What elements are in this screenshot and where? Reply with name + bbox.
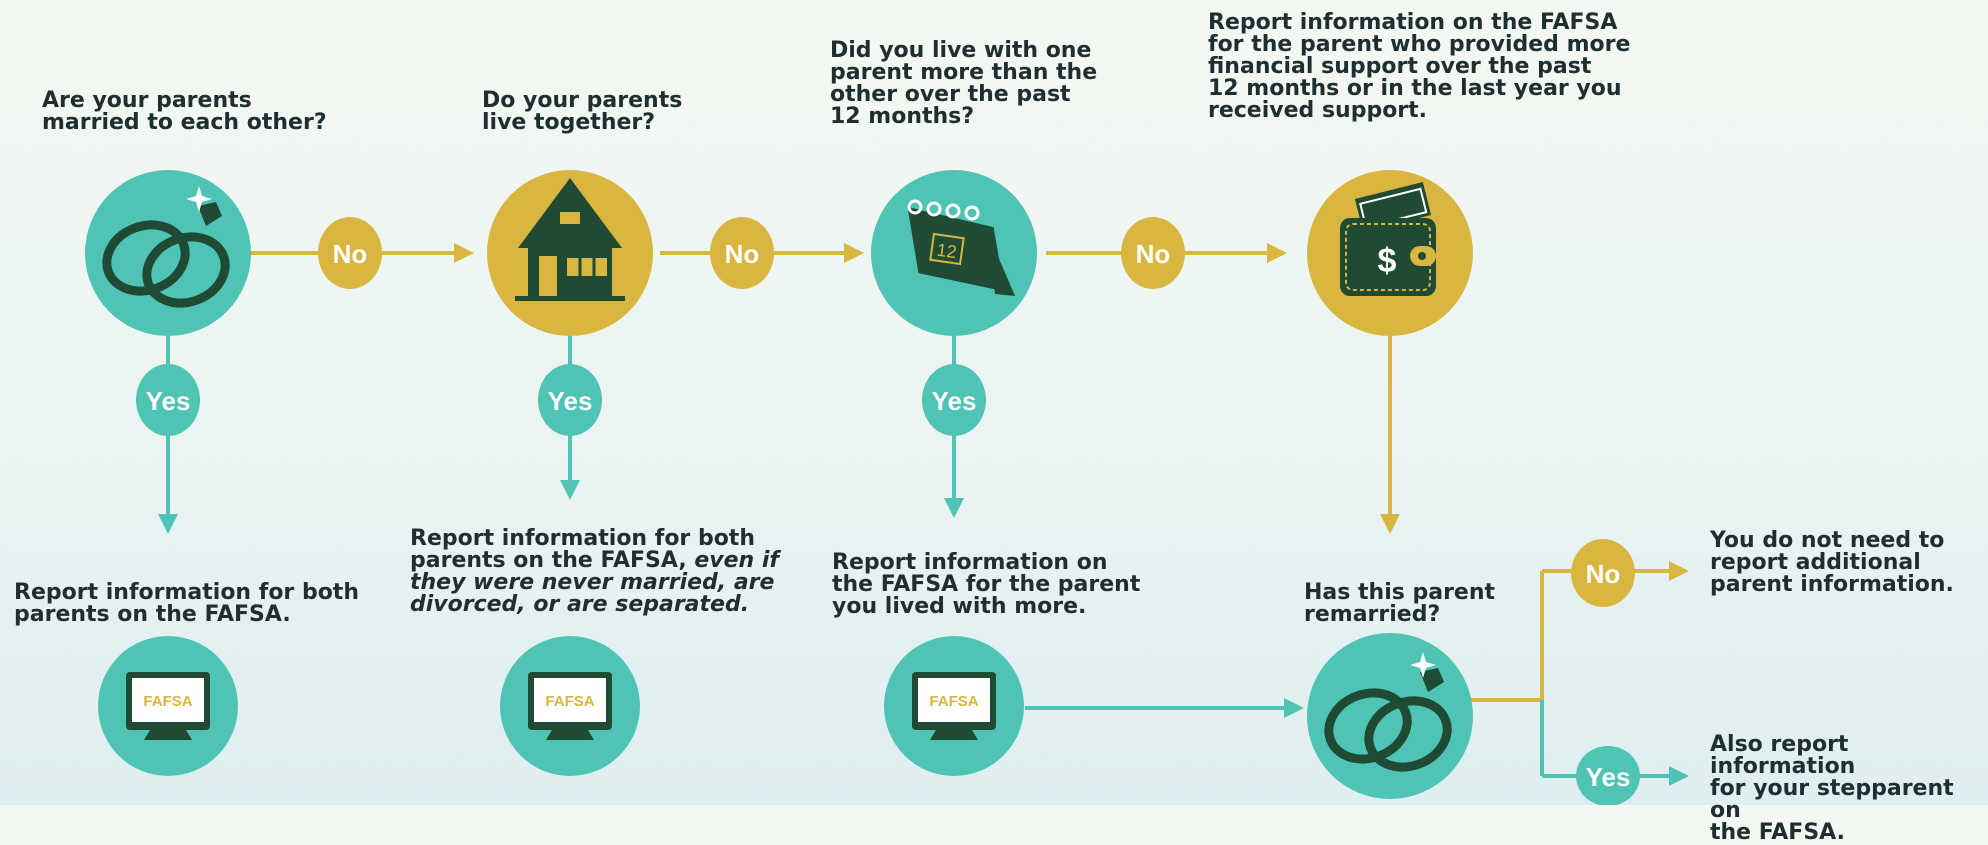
no-label-remarried: No <box>1571 539 1635 607</box>
question-married: Are your parents married to each other? <box>42 88 327 135</box>
house-icon <box>487 170 653 336</box>
svg-text:No: No <box>725 239 760 269</box>
yes-label-3: Yes <box>922 364 986 436</box>
outcome-no-additional-info: You do not need to report additional par… <box>1710 528 1954 597</box>
outcome-report-stepparent: Also report information for your steppar… <box>1710 732 1954 845</box>
no-label-2: No <box>710 217 774 289</box>
question-live-together: Do your parents live together? <box>482 88 683 135</box>
yes-label-remarried: Yes <box>1576 746 1640 805</box>
outcome-both-parents: Report information for both parents on t… <box>14 580 359 627</box>
svg-text:No: No <box>333 239 368 269</box>
svg-text:Yes: Yes <box>548 386 593 416</box>
wallet-icon: $ <box>1307 170 1473 336</box>
no-label-3: No <box>1121 217 1185 289</box>
question-remarried: Has this parent remarried? <box>1304 580 1496 627</box>
svg-text:Yes: Yes <box>1586 762 1631 792</box>
no-label-1: No <box>318 217 382 289</box>
outcome-parent-lived-with: Report information on the FAFSA for the … <box>832 550 1141 619</box>
outcome-both-parents-even-if: Report information for both parents on t… <box>410 528 779 616</box>
question-lived-with-one: Did you live with one parent more than t… <box>830 38 1098 129</box>
dollar-sign: $ <box>1378 242 1397 280</box>
rings-icon <box>85 170 251 336</box>
fafsa-screen-text: FAFSA <box>545 693 594 710</box>
svg-text:No: No <box>1586 559 1621 589</box>
outcome-even-if-text: even if they were never married, are div… <box>410 548 779 617</box>
flowchart-canvas: 12 $ FAFSA FAFSA FAFSA <box>85 170 1689 805</box>
yes-label-1: Yes <box>136 364 200 436</box>
svg-text:Yes: Yes <box>146 386 191 416</box>
rings-icon <box>1307 633 1473 799</box>
calendar-icon: 12 <box>871 170 1037 336</box>
yes-label-2: Yes <box>538 364 602 436</box>
computer-monitor-icon: FAFSA <box>500 636 640 776</box>
calendar-day: 12 <box>935 240 958 263</box>
computer-monitor-icon: FAFSA <box>98 636 238 776</box>
question-financial-support: Report information on the FAFSA for the … <box>1208 10 1631 123</box>
fafsa-screen-text: FAFSA <box>929 693 978 710</box>
computer-monitor-icon: FAFSA <box>884 636 1024 776</box>
fafsa-screen-text: FAFSA <box>143 693 192 710</box>
svg-text:Yes: Yes <box>932 386 977 416</box>
svg-text:No: No <box>1136 239 1171 269</box>
outcome-both-parents-text: Report information for both parents on t… <box>410 526 755 573</box>
